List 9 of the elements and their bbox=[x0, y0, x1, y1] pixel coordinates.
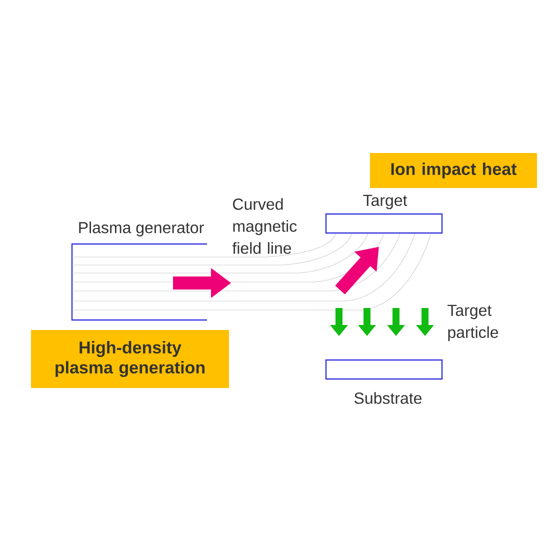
callout-text: Curved magnetic field line bbox=[232, 198, 297, 254]
plate-box: Substrate bbox=[325, 359, 443, 404]
node-label: Target bbox=[363, 194, 408, 210]
highlight-box: Ion impact heat bbox=[370, 153, 537, 188]
plate-box: Target bbox=[325, 194, 443, 234]
highlight-box: High-density plasma generation bbox=[31, 330, 229, 388]
plasma-generator-box: Plasma generator bbox=[71, 222, 207, 321]
node-label: Substrate bbox=[354, 392, 422, 404]
callout-text: Target particle bbox=[448, 304, 498, 342]
